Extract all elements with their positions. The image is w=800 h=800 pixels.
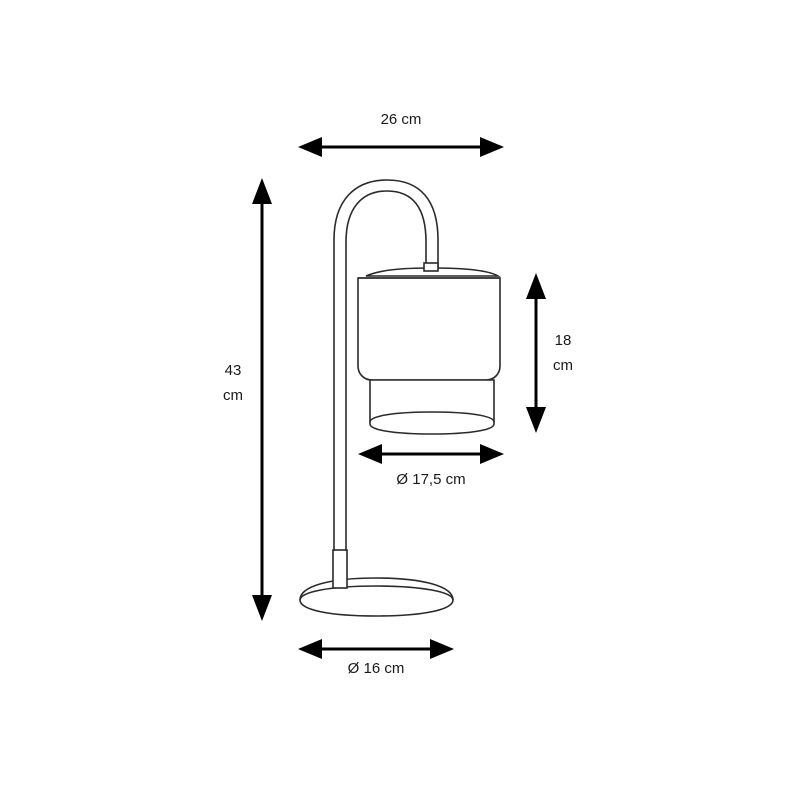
dimension-overall-width: 26 cm bbox=[298, 111, 504, 157]
lamp-upper-shade bbox=[357, 277, 501, 381]
lamp-base-top-edge bbox=[299, 585, 454, 601]
overall-width-label: 26 cm bbox=[381, 111, 422, 128]
dimension-base-diameter: Ø 16 cm bbox=[298, 639, 454, 677]
dimension-overall-height: 43 cm bbox=[223, 178, 272, 621]
shade-height-value: 18 bbox=[555, 332, 572, 349]
lamp-stem bbox=[333, 179, 439, 551]
overall-height-unit: cm bbox=[223, 387, 243, 404]
shade-height-unit: cm bbox=[553, 357, 573, 374]
dimension-shade-height: 18 cm bbox=[526, 273, 573, 433]
arrow-down-head bbox=[252, 595, 272, 621]
base-diameter-label: Ø 16 cm bbox=[348, 660, 405, 677]
lamp-stem-collar bbox=[332, 549, 348, 589]
shade-diameter-label: Ø 17,5 cm bbox=[396, 471, 465, 488]
lamp-stem-inner bbox=[345, 190, 427, 551]
arrow-right-head bbox=[480, 137, 504, 157]
arrow-left-head bbox=[298, 137, 322, 157]
arrow-left-head bbox=[358, 444, 382, 464]
arrow-down-head bbox=[526, 407, 546, 433]
lamp-base bbox=[299, 577, 454, 617]
lower-shade-rim bbox=[369, 411, 495, 423]
arrow-right-head bbox=[430, 639, 454, 659]
lamp-shade-finial bbox=[423, 262, 439, 272]
arrow-up-head bbox=[252, 178, 272, 204]
arrow-left-head bbox=[298, 639, 322, 659]
arrow-up-head bbox=[526, 273, 546, 299]
dimension-shade-diameter: Ø 17,5 cm bbox=[358, 444, 504, 488]
table-lamp-illustration bbox=[299, 179, 501, 617]
arrow-right-head bbox=[480, 444, 504, 464]
overall-height-value: 43 bbox=[225, 362, 242, 379]
lamp-lower-shade bbox=[369, 379, 495, 435]
